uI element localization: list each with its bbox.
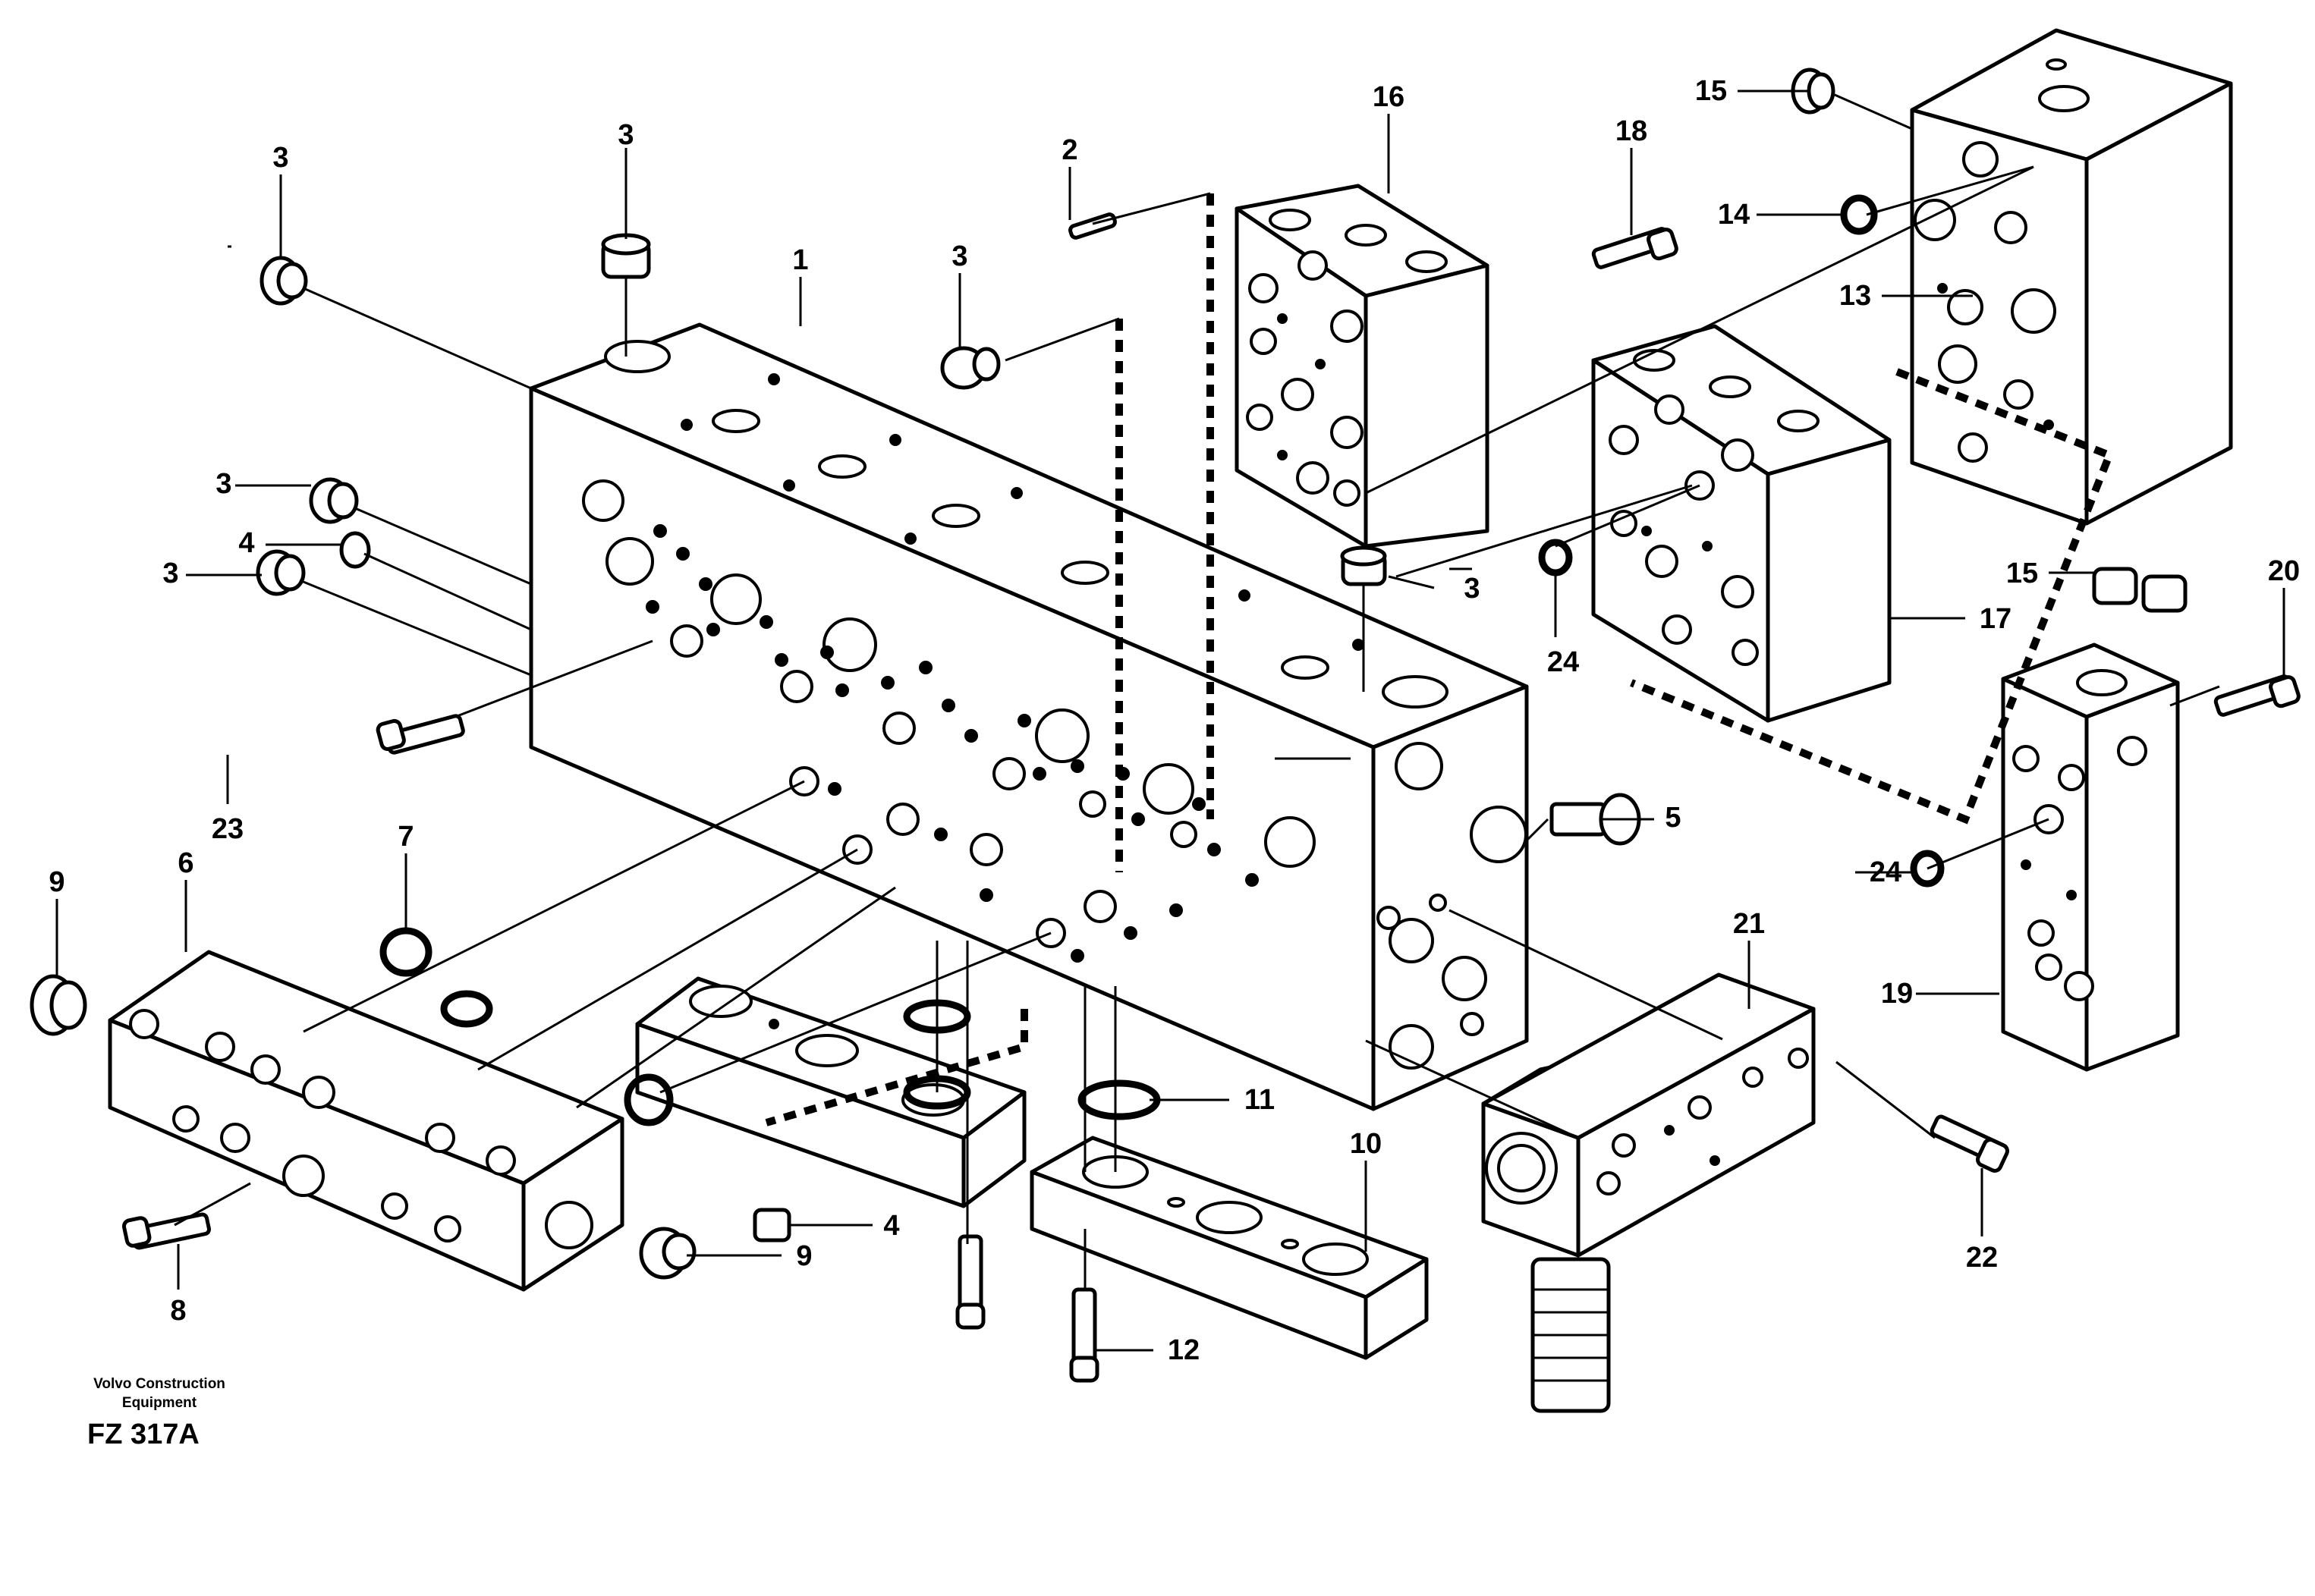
callout-24: 24 bbox=[1547, 646, 1579, 678]
callout-15: 15 bbox=[2006, 558, 2038, 589]
bolt-icon bbox=[121, 1212, 211, 1250]
plug-icon bbox=[639, 1227, 697, 1280]
callout-2: 2 bbox=[1062, 134, 1077, 166]
callout-4: 4 bbox=[238, 527, 254, 559]
main-valve-block bbox=[529, 322, 1529, 1111]
callout-1: 1 bbox=[792, 244, 808, 276]
callout-13: 13 bbox=[1839, 280, 1871, 312]
plug-icon bbox=[1340, 545, 1387, 586]
callout-6: 6 bbox=[178, 847, 193, 879]
bolt-icon bbox=[1591, 227, 1678, 269]
end-block-6 bbox=[108, 950, 624, 1292]
callout-10: 10 bbox=[1350, 1128, 1382, 1160]
bolt-icon bbox=[376, 714, 465, 755]
figure-footer: Volvo Construction Equipment FZ 317A bbox=[87, 1376, 225, 1450]
callout-4: 4 bbox=[883, 1210, 899, 1242]
plugs-and-screws bbox=[30, 68, 2301, 1383]
company-name-line2: Equipment bbox=[122, 1395, 197, 1411]
valve-section-16 bbox=[1235, 184, 1489, 548]
bolt-icon bbox=[1068, 212, 1117, 240]
callout-9: 9 bbox=[796, 1240, 812, 1272]
callout-19: 19 bbox=[1881, 978, 1913, 1010]
solenoid-valve-21 bbox=[1481, 972, 1816, 1413]
callout-12: 12 bbox=[1168, 1334, 1200, 1366]
callout-labels: 1 2 3 3 3 3 3 3 4 4 5 6 7 8 9 9 10 11 12… bbox=[49, 75, 2300, 1366]
figure-code: FZ 317A bbox=[87, 1418, 200, 1450]
plug-icon bbox=[601, 233, 651, 279]
plug-icon bbox=[753, 1208, 791, 1243]
callout-3: 3 bbox=[162, 558, 178, 589]
plug-icon bbox=[339, 531, 371, 569]
callout-11: 11 bbox=[1244, 1084, 1275, 1116]
callout-20: 20 bbox=[2268, 555, 2300, 587]
callout-3: 3 bbox=[1464, 573, 1480, 605]
valve-section-17 bbox=[1591, 324, 1892, 723]
callout-21: 21 bbox=[1733, 908, 1765, 940]
plug-icon bbox=[259, 256, 308, 306]
callout-16: 16 bbox=[1373, 81, 1404, 113]
callout-15: 15 bbox=[1695, 75, 1727, 107]
bolt-icon bbox=[1069, 1287, 1099, 1383]
callout-14: 14 bbox=[1718, 199, 1750, 231]
callout-5: 5 bbox=[1665, 802, 1681, 834]
callout-3: 3 bbox=[215, 468, 231, 500]
callout-7: 7 bbox=[398, 821, 414, 853]
plug-icon bbox=[30, 974, 87, 1036]
seal-outlines bbox=[765, 193, 2115, 1126]
bolt-icon bbox=[955, 1234, 986, 1330]
valve-section-13 bbox=[1910, 28, 2233, 526]
bolt-icon bbox=[2213, 674, 2301, 717]
plug-icon bbox=[256, 549, 306, 596]
fitting-icon bbox=[1549, 793, 1641, 846]
valve-section-19 bbox=[2001, 642, 2180, 1072]
callout-23: 23 bbox=[212, 813, 244, 845]
callout-24: 24 bbox=[1870, 856, 1901, 888]
callout-3: 3 bbox=[272, 142, 288, 174]
callout-9: 9 bbox=[49, 866, 64, 898]
plate-10 bbox=[1030, 1136, 1429, 1360]
company-name-line1: Volvo Construction bbox=[93, 1376, 225, 1392]
plug-icon bbox=[309, 477, 359, 524]
leader-lines bbox=[174, 93, 2220, 1290]
callout-3: 3 bbox=[618, 119, 634, 151]
callout-18: 18 bbox=[1615, 115, 1647, 147]
plug-icon bbox=[2092, 567, 2138, 605]
callout-8: 8 bbox=[170, 1295, 186, 1327]
plug-icon bbox=[2141, 574, 2188, 613]
plug-icon bbox=[940, 346, 1001, 390]
callout-connectors bbox=[55, 90, 2285, 1352]
callout-3: 3 bbox=[951, 240, 967, 272]
callout-22: 22 bbox=[1966, 1242, 1998, 1274]
bolt-icon bbox=[1930, 1114, 2009, 1173]
callout-17: 17 bbox=[1980, 603, 2011, 635]
